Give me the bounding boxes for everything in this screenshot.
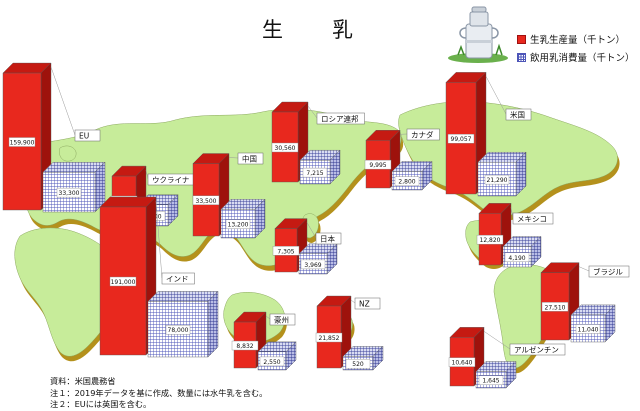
bar-consumption [148, 291, 218, 357]
value-label-consumption: 520 [352, 361, 364, 368]
legend-item-consumption: 飲用乳消費量（千トン） [517, 48, 635, 66]
value-label-production: 10,640 [452, 360, 473, 367]
bar-consumption [478, 152, 526, 196]
value-label-production: 99,057 [451, 136, 472, 143]
value-label-production: 9,995 [369, 162, 386, 169]
legend-swatch-production [517, 35, 526, 44]
country-group: 12,820 4,190 メキシコ [477, 203, 553, 267]
country-label: カナダ [411, 130, 434, 140]
bar-consumption [221, 199, 265, 238]
value-label-production: 159,900 [10, 140, 35, 147]
country-label: EU [79, 132, 89, 141]
note-source: 資料：米国農務省 [50, 376, 267, 388]
bar-consumption [299, 244, 337, 274]
country-label: 日本 [320, 234, 335, 244]
bar-consumption [503, 237, 541, 267]
country-group: 8,832 2,550 豪州 [232, 312, 296, 370]
legend-label-consumption: 飲用乳消費量（千トン） [530, 50, 635, 64]
value-label-consumption: 2,800 [398, 179, 415, 186]
milk-can-icon [448, 7, 508, 63]
value-label-consumption: 2,550 [263, 359, 280, 366]
legend-label-production: 生乳生産量（千トン） [530, 32, 625, 46]
country-label: 豪州 [274, 315, 289, 325]
value-label-production: 27,510 [545, 304, 566, 311]
country-group: 21,852 520 NZ [316, 296, 383, 370]
bar-consumption [300, 150, 340, 184]
legend: 生乳生産量（千トン） 飲用乳消費量（千トン） [517, 30, 635, 66]
value-label-production: 8,832 [236, 343, 253, 350]
value-label-consumption: 3,969 [304, 262, 321, 269]
value-label-production: 12,820 [480, 237, 501, 244]
bar-consumption [43, 162, 105, 212]
source-notes: 資料：米国農務省 注１：2019年データを基に作成、数量には水牛乳を含む。 注２… [50, 376, 267, 411]
country-label: メキシコ [517, 215, 547, 224]
country-label: 中国 [242, 154, 257, 164]
country-label: インド [166, 275, 189, 284]
value-label-production: 30,560 [275, 145, 296, 152]
value-label-production: 21,852 [319, 335, 340, 342]
country-group: 7,305 3,969 日本 [273, 219, 341, 274]
value-label-consumption: 78,000 [168, 327, 189, 334]
value-label-consumption: 21,290 [487, 177, 508, 184]
country-group: 27,510 11,040 ブラジル [541, 263, 629, 342]
value-label-production: 7,305 [277, 248, 294, 255]
country-label: 米国 [510, 110, 525, 120]
value-label-consumption: 11,040 [578, 326, 599, 333]
country-group: 159,900 33,300 EU [3, 63, 105, 212]
legend-swatch-consumption [517, 53, 526, 62]
value-label-consumption: 4,190 [508, 255, 525, 262]
value-label-production: 33,500 [196, 198, 217, 205]
country-label: ブラジル [593, 267, 623, 277]
legend-item-production: 生乳生産量（千トン） [517, 30, 635, 48]
country-label: NZ [359, 300, 370, 309]
value-label-consumption: 1,645 [482, 378, 499, 385]
note-2: 注２：EUには英国を含む。 [50, 399, 267, 411]
value-label-production: 191,000 [111, 279, 136, 286]
value-label-consumption: 13,200 [228, 222, 249, 229]
country-label: ロシア連邦 [321, 114, 359, 124]
country-label: アルゼンチン [514, 345, 559, 355]
value-label-consumption: 7,215 [306, 170, 323, 177]
country-label: ウクライナ [152, 176, 189, 185]
bar-production [100, 197, 156, 355]
bar-consumption [571, 305, 615, 342]
note-1: 注１：2019年データを基に作成、数量には水牛乳を含む。 [50, 388, 267, 400]
value-label-consumption: 33,300 [59, 190, 80, 197]
